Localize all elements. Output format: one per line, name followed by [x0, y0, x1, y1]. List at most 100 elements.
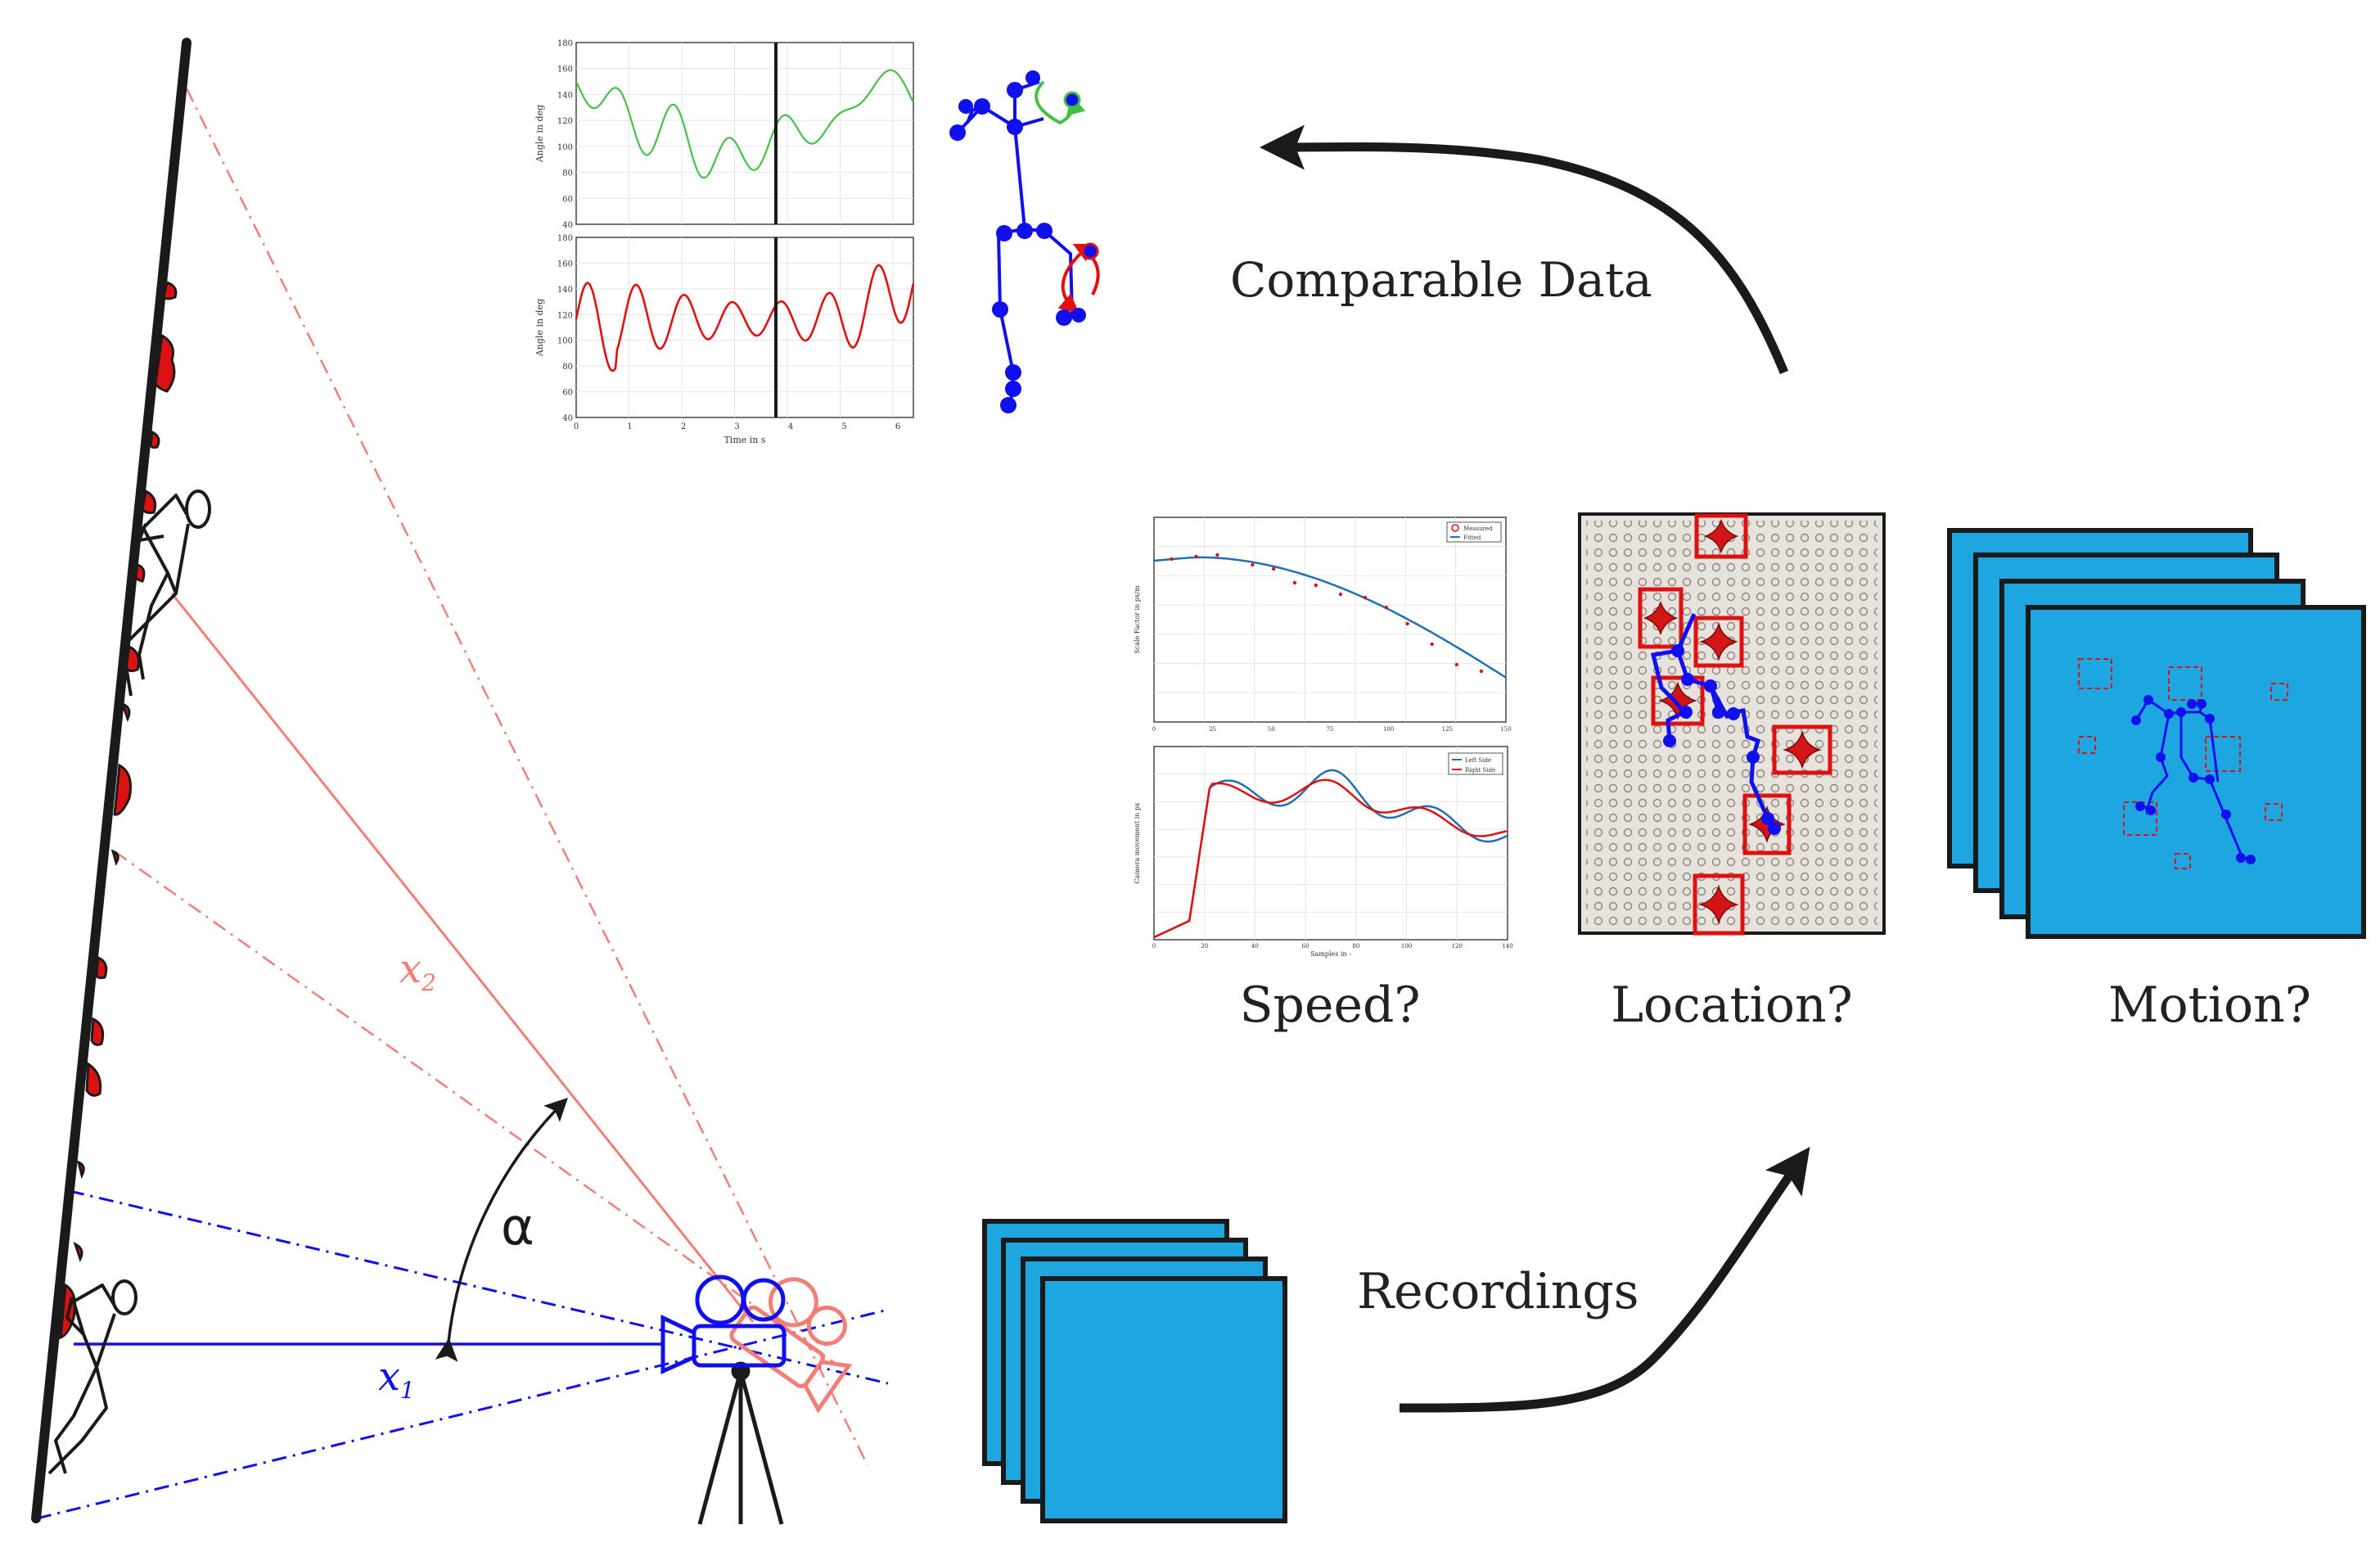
camera-xlabel: Samples in -	[1310, 950, 1351, 958]
y-tick-label: 60	[562, 389, 573, 398]
y-tick-label: 80	[562, 169, 573, 178]
recordings-arrow	[1399, 1147, 1810, 1413]
blue-fov-lower	[36, 1308, 889, 1520]
measured-point	[1384, 605, 1389, 610]
y-tick-label: 40	[562, 221, 573, 230]
x-tick-label: 3	[734, 422, 739, 431]
right-side-series	[1153, 778, 1508, 939]
hold	[110, 849, 119, 866]
hold-detection	[1699, 622, 1738, 661]
angle-xlabel: Time in s	[723, 435, 765, 445]
hold	[73, 1242, 83, 1262]
measured-point	[1170, 557, 1174, 562]
detection-box	[1651, 675, 1705, 726]
y-tick-label: 100	[557, 143, 573, 152]
motion-frames	[1947, 528, 2366, 939]
measured-point	[1215, 553, 1219, 557]
y-tick-label: 60	[562, 195, 573, 204]
hold	[162, 281, 178, 300]
x2-label: x2	[399, 946, 436, 996]
scale-ylabel: Scale Factor in px/m	[1134, 585, 1141, 654]
measured-point	[1314, 583, 1318, 588]
x1-label: x1	[378, 1354, 415, 1404]
hold	[90, 1017, 105, 1046]
wall-setup: α x1 x2	[31, 38, 889, 1525]
measured-point	[1454, 662, 1459, 667]
left-side-series	[1153, 769, 1508, 939]
hold	[120, 702, 131, 723]
x-tick-label: 6	[895, 422, 900, 431]
climbing-wall	[31, 38, 192, 1523]
hold-detection	[1783, 730, 1822, 769]
y-tick-label: 80	[562, 363, 573, 372]
camera-legend: Left Side Right Side	[1448, 752, 1503, 775]
x-tick-label: 100	[1383, 726, 1394, 733]
measured-point	[1430, 642, 1434, 647]
x-tick-label: 80	[1352, 943, 1359, 950]
y-tick-label: 40	[562, 414, 573, 423]
y-tick-label: 160	[557, 65, 573, 74]
measured-point	[1251, 562, 1255, 567]
hold	[124, 644, 141, 673]
detection-box	[1638, 587, 1684, 649]
detection-box	[1694, 513, 1748, 559]
measured-point	[1405, 621, 1409, 626]
x-tick-label: 0	[1152, 943, 1156, 950]
detection-box	[1772, 724, 1832, 775]
y-tick-label: 160	[557, 259, 573, 268]
hold	[134, 563, 146, 583]
x-tick-label: 140	[1502, 943, 1512, 950]
x-tick-label: 2	[681, 422, 686, 431]
detection-box	[1742, 793, 1792, 855]
x-tick-label: 5	[841, 422, 846, 431]
y-tick-label: 140	[557, 286, 573, 295]
motion-label: Motion?	[2108, 977, 2311, 1034]
y-tick-label: 120	[557, 311, 573, 320]
comparable-data-label: Comparable Data	[1230, 252, 1652, 308]
measured-point	[1292, 580, 1297, 585]
recordings-stack	[982, 1219, 1287, 1523]
y-tick-label: 180	[557, 39, 573, 48]
x-tick-label: 40	[1251, 943, 1259, 950]
svg-text:Fitted: Fitted	[1463, 535, 1481, 541]
x-tick-label: 20	[1201, 943, 1208, 950]
measured-point	[1272, 566, 1276, 571]
svg-text:Right Side: Right Side	[1465, 767, 1495, 774]
measured-point	[1363, 595, 1368, 600]
svg-text:Left Side: Left Side	[1465, 757, 1491, 764]
green-angle-series	[575, 69, 914, 179]
y-tick-label: 140	[557, 91, 573, 100]
x-tick-label: 60	[1302, 943, 1309, 950]
hold	[76, 1160, 85, 1180]
hold-detection	[1658, 681, 1697, 720]
y-tick-label: 180	[557, 234, 573, 243]
camera-rotated-icon	[729, 1277, 853, 1414]
hold	[149, 430, 160, 449]
x-tick-label: 100	[1401, 943, 1412, 950]
measured-point	[1194, 554, 1198, 559]
x-tick-label: 25	[1209, 726, 1216, 733]
tripod-icon	[697, 1361, 784, 1525]
fitted-scale-series	[1153, 556, 1507, 679]
x-tick-label: 0	[574, 422, 579, 431]
measured-point	[1338, 592, 1343, 597]
blue-fov-upper	[69, 1189, 889, 1385]
detection-box	[1693, 873, 1745, 936]
x-tick-label: 75	[1327, 726, 1334, 733]
hold	[141, 489, 157, 514]
location-label: Location?	[1611, 977, 1853, 1034]
hold-detection	[1698, 884, 1739, 925]
y-tick-label: 100	[557, 337, 573, 346]
camera-ylabel: Camera movement in px	[1134, 802, 1141, 884]
hold	[154, 333, 176, 393]
hold-detection	[1703, 518, 1739, 554]
x-tick-label: 0	[1152, 726, 1156, 733]
x-tick-label: 150	[1500, 726, 1511, 733]
measured-point	[1479, 669, 1484, 674]
x-tick-label: 4	[788, 422, 793, 431]
hold-detection	[1643, 600, 1679, 636]
angle-ylabel-top: Angle in deg	[534, 105, 545, 163]
recordings-label: Recordings	[1357, 1263, 1639, 1320]
sightline-top	[185, 88, 869, 1466]
